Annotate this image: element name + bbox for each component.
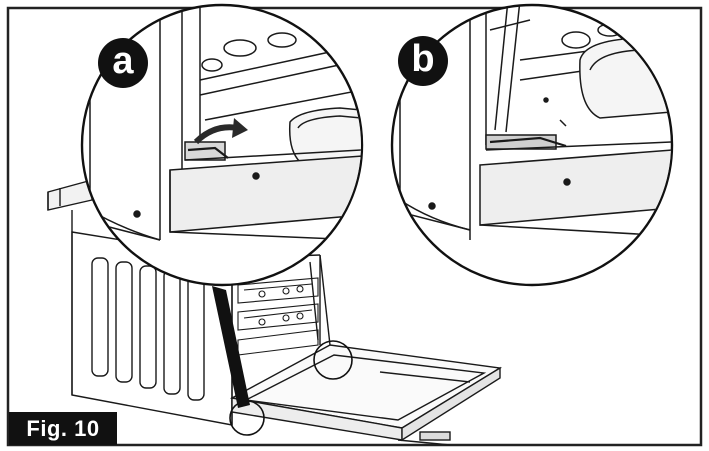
callout-badge-b: b [398,36,448,86]
callout-badge-a: a [98,38,148,88]
callout-circle-a [80,3,364,287]
figure-label: Fig. 10 [9,412,117,445]
callout-leader [212,286,250,408]
oven-door [229,344,503,446]
hinge-marker-right [313,340,353,380]
